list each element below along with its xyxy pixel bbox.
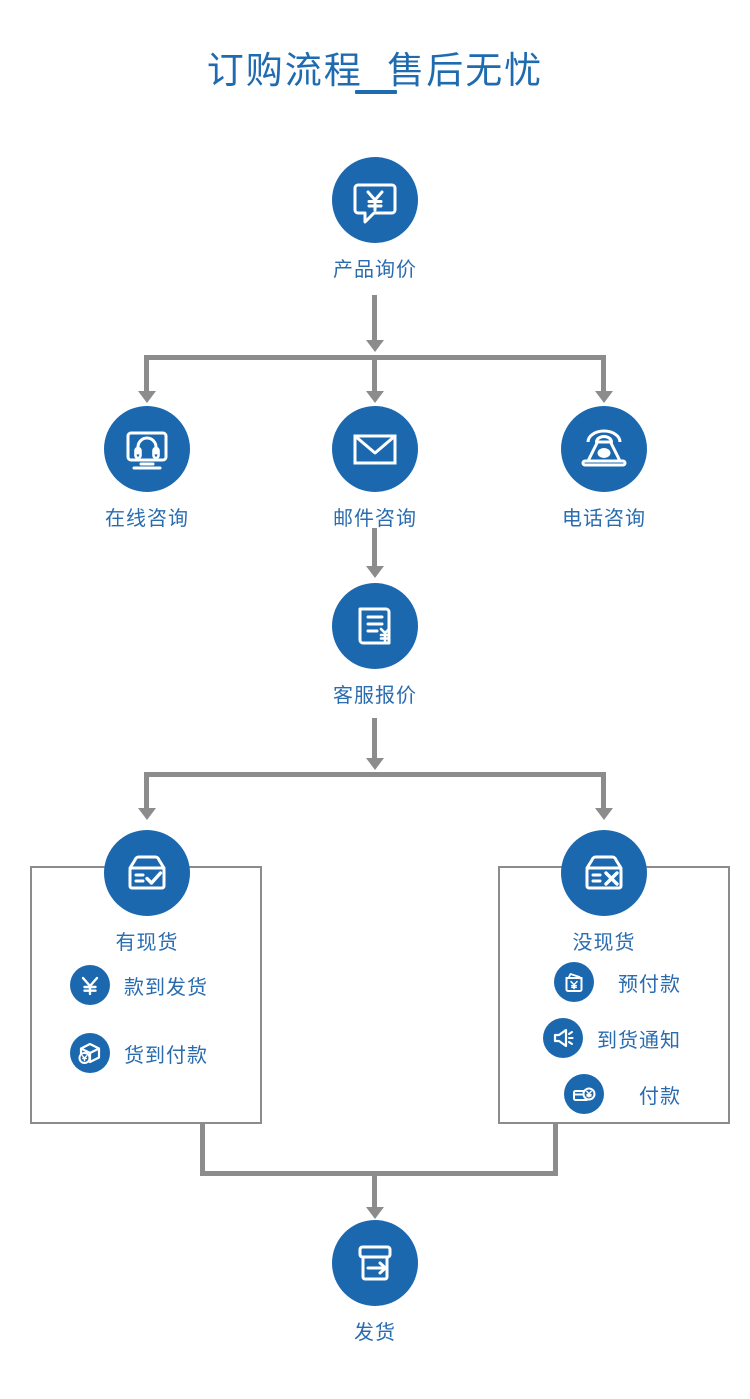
connector-start-down — [372, 295, 377, 342]
node-contact-phone-label: 电话咨询 — [562, 508, 646, 530]
telephone-icon — [561, 406, 647, 492]
node-quote[interactable]: 客服报价 — [332, 583, 418, 708]
node-ship-label: 发货 — [354, 1322, 396, 1344]
node-contact-email-label: 邮件咨询 — [333, 508, 417, 530]
speech-bubble-yen-icon — [332, 157, 418, 243]
node-contact-email[interactable]: 邮件咨询 — [332, 406, 418, 531]
list-item[interactable]: 款到发货 — [70, 965, 208, 1005]
node-start-label: 产品询价 — [333, 259, 417, 281]
in-stock-option-list: 款到发货 货到付款 — [70, 965, 208, 1073]
node-ship[interactable]: 发货 — [332, 1220, 418, 1345]
arrow-email-quote — [366, 566, 384, 578]
connector-split-left-2 — [144, 772, 149, 810]
connector-merge-right — [553, 1124, 558, 1176]
card-yen-icon — [564, 1074, 604, 1114]
arrow-quote-down — [366, 758, 384, 770]
page-title: 订购流程 售后无忧 — [206, 50, 544, 91]
list-item-label: 货到付款 — [124, 1044, 208, 1067]
yen-icon — [70, 965, 110, 1005]
node-in-stock[interactable]: 有现货 — [104, 830, 190, 955]
speaker-icon — [543, 1018, 583, 1058]
document-yen-icon — [332, 583, 418, 669]
connector-split-mid-1 — [372, 355, 377, 393]
list-item-label: 预付款 — [618, 973, 681, 996]
arrow-contact-phone — [595, 391, 613, 403]
arrow-contact-email — [366, 391, 384, 403]
list-item[interactable]: 付款 — [543, 1074, 681, 1114]
list-item[interactable]: 货到付款 — [70, 1033, 208, 1073]
list-item[interactable]: 预付款 — [543, 962, 681, 1002]
node-out-of-stock-label: 没现货 — [572, 932, 636, 954]
connector-merge-down — [372, 1171, 377, 1209]
connector-split-bar-2 — [144, 772, 606, 777]
connector-email-quote — [372, 528, 377, 568]
node-in-stock-label: 有现货 — [115, 932, 179, 954]
arrow-start-down — [366, 340, 384, 352]
envelope-icon — [332, 406, 418, 492]
box-check-icon — [104, 830, 190, 916]
list-item-label: 款到发货 — [124, 976, 208, 999]
connector-merge-bar — [200, 1171, 558, 1176]
connector-merge-left — [200, 1124, 205, 1176]
node-start[interactable]: 产品询价 — [332, 157, 418, 282]
box-cross-icon — [561, 830, 647, 916]
list-item[interactable]: 到货通知 — [543, 1018, 681, 1058]
connector-quote-down — [372, 718, 377, 760]
package-yen-icon — [70, 1033, 110, 1073]
node-quote-label: 客服报价 — [333, 685, 417, 707]
connector-split-right-1 — [601, 355, 606, 393]
node-contact-phone[interactable]: 电话咨询 — [561, 406, 647, 531]
node-contact-online[interactable]: 在线咨询 — [104, 406, 190, 531]
wallet-yen-icon — [553, 962, 594, 1002]
node-out-of-stock[interactable]: 没现货 — [561, 830, 647, 955]
list-item-label: 到货通知 — [597, 1029, 681, 1052]
out-of-stock-option-list: 预付款 到货通知 付款 — [543, 962, 681, 1114]
title-underline — [355, 90, 397, 94]
monitor-headset-icon — [104, 406, 190, 492]
list-item-label: 付款 — [639, 1085, 681, 1108]
connector-split-right-2 — [601, 772, 606, 810]
connector-split-left-1 — [144, 355, 149, 393]
arrow-branch-out-of-stock — [595, 808, 613, 820]
node-contact-online-label: 在线咨询 — [105, 508, 189, 530]
box-arrow-out-icon — [332, 1220, 418, 1306]
arrow-merge-ship — [366, 1207, 384, 1219]
arrow-contact-online — [138, 391, 156, 403]
arrow-branch-in-stock — [138, 808, 156, 820]
